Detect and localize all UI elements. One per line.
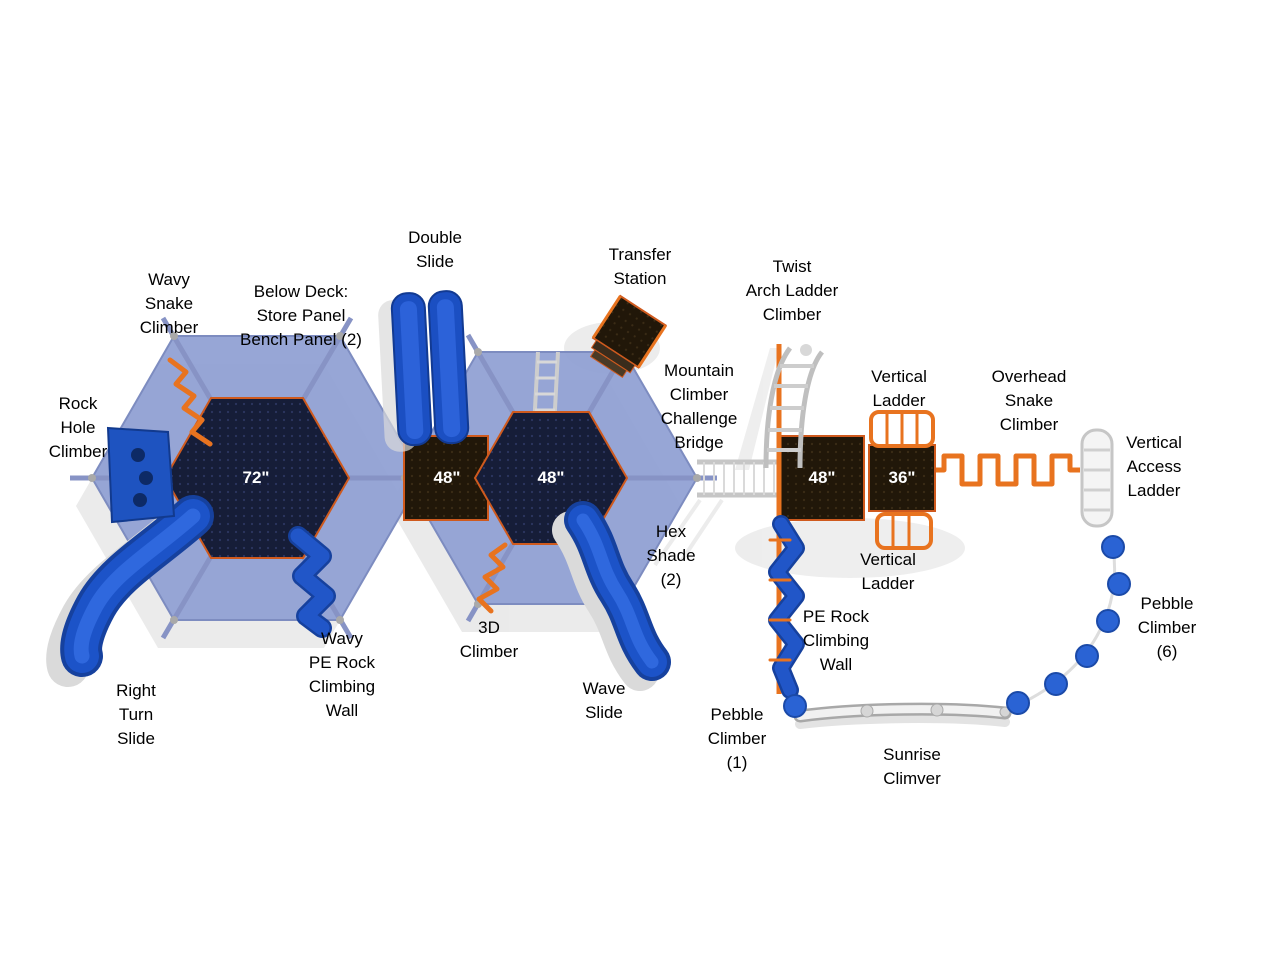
- overhead-snake-climber: [936, 453, 1080, 487]
- sunrise-climber: [793, 702, 1012, 729]
- vertical-ladder-bottom: [875, 512, 933, 550]
- wavy-snake-climber: [167, 357, 213, 447]
- pebble-climber-six: [1006, 535, 1131, 715]
- threed-climber: [476, 542, 508, 614]
- vertical-access-ladder: [1080, 428, 1114, 528]
- right-turn-slide: [46, 495, 214, 687]
- rock-hole-climber: [106, 426, 176, 524]
- double-slide: [378, 290, 470, 452]
- wavy-pe-rock-climbing-wall: [288, 526, 336, 638]
- deck-36: [868, 444, 936, 512]
- wave-slide: [552, 501, 671, 691]
- pebble-climber-one: [783, 694, 807, 718]
- transfer-station: [589, 294, 668, 378]
- vertical-ladder-top: [869, 410, 935, 448]
- pe-rock-climbing-wall: [768, 515, 805, 699]
